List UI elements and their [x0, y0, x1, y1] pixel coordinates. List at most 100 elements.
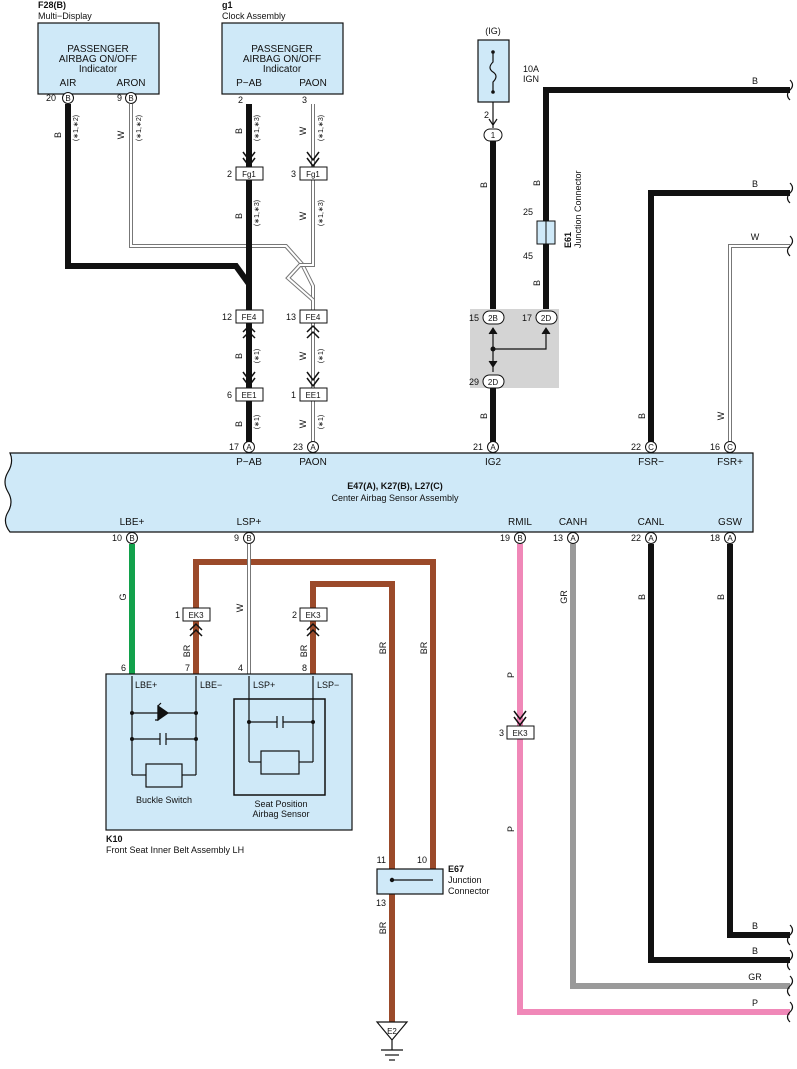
f28-label-1: PASSENGER	[67, 44, 129, 55]
pin-conn-letter: A	[490, 443, 496, 452]
pin-terminal	[487, 441, 499, 453]
k10-lspminus-label: LSP−	[317, 680, 339, 690]
svg-text:Fg1: Fg1	[306, 170, 320, 179]
svg-text:B: B	[637, 594, 647, 600]
svg-text:B: B	[234, 353, 244, 359]
svg-text:2: 2	[292, 610, 297, 620]
inline-connectors-top: Fg1 2 Fg1 3 FE4 12 FE4 13 EE1 6 EE1 1	[222, 151, 328, 402]
k10-box	[105, 673, 353, 831]
wire-fsrminus-black	[648, 190, 790, 445]
svg-text:(∗1,∗3): (∗1,∗3)	[318, 200, 325, 226]
svg-text:EE1: EE1	[241, 391, 257, 400]
pin-terminal	[724, 532, 736, 544]
svg-text:GR: GR	[748, 972, 762, 982]
svg-text:EK3: EK3	[188, 611, 204, 620]
svg-text:B: B	[532, 280, 542, 286]
svg-text:1: 1	[291, 390, 296, 400]
svg-text:6: 6	[227, 390, 232, 400]
g1-label-3: Indicator	[263, 64, 302, 75]
pin-terminal	[126, 532, 138, 544]
e67-box	[376, 868, 444, 895]
k10-lbeplus-label: LBE+	[135, 680, 157, 690]
pin-conn-letter: A	[570, 534, 576, 543]
svg-text:Fg1: Fg1	[242, 170, 256, 179]
svg-text:B: B	[532, 180, 542, 186]
svg-text:FE4: FE4	[242, 313, 257, 322]
block-arrow-down-icon	[488, 360, 498, 368]
e67-pin-11: 11	[377, 855, 386, 865]
svg-text:B: B	[234, 213, 244, 219]
e67-name-1: Junction	[448, 875, 482, 885]
k10-name: Front Seat Inner Belt Assembly LH	[106, 845, 244, 855]
pin-conn-letter: B	[246, 534, 251, 543]
f28-air-terminal	[62, 92, 74, 104]
k10-pin-7: 7	[185, 663, 190, 673]
k10-lbeminus-label: LBE−	[200, 680, 222, 690]
k10-pin-8: 8	[302, 663, 307, 673]
svg-text:(∗1,∗3): (∗1,∗3)	[318, 115, 325, 141]
g1-label-1: PASSENGER	[251, 44, 313, 55]
pin-number: 18	[710, 533, 720, 543]
k10-code: K10	[106, 834, 123, 844]
g1-code: g1	[222, 0, 233, 10]
svg-text:P: P	[752, 998, 758, 1008]
conn-ee1-a	[235, 387, 264, 402]
svg-text:(∗1): (∗1)	[254, 349, 261, 363]
pin-terminal	[307, 441, 319, 453]
svg-text:B: B	[752, 921, 758, 931]
pin-terminal	[724, 441, 736, 453]
seat-sensor-box	[233, 698, 326, 796]
fuse-conn-1	[483, 128, 503, 142]
g1-pin-pab-num: 2	[238, 95, 243, 105]
wire-canl-black	[648, 544, 790, 963]
svg-text:B: B	[65, 94, 70, 103]
wire-air-black	[65, 104, 252, 316]
buckle-switch-label: Buckle Switch	[136, 795, 192, 805]
wire-color-labels-top: B (∗1,∗2) W (∗1,∗2) B (∗1,∗3) W (∗1,∗3) …	[53, 76, 760, 429]
svg-text:W: W	[298, 351, 308, 360]
e47-bottom-pin: LSP+B9	[234, 517, 262, 544]
e67-pin-10: 10	[417, 855, 427, 865]
f28-pin-air: AIR	[60, 78, 77, 89]
pin-name: CANL	[638, 517, 665, 528]
k10-pin-4: 4	[238, 663, 243, 673]
svg-text:W: W	[116, 130, 126, 139]
e61-box-left	[536, 220, 547, 245]
e47-box	[4, 452, 754, 533]
conn-fg1-a	[235, 166, 264, 181]
svg-text:B: B	[128, 94, 133, 103]
svg-text:EK3: EK3	[305, 611, 321, 620]
conn-2d-top	[535, 310, 558, 325]
svg-text:W: W	[298, 419, 308, 428]
pin-terminal	[243, 532, 255, 544]
svg-text:W: W	[235, 603, 245, 612]
wire-aron-white	[129, 104, 315, 316]
svg-text:BR: BR	[182, 644, 192, 657]
pin-name: FSR−	[638, 457, 664, 468]
svg-text:BR: BR	[378, 641, 388, 654]
g1-pin-pab: P−AB	[236, 78, 262, 89]
svg-text:W: W	[298, 211, 308, 220]
svg-text:2D: 2D	[488, 378, 498, 387]
pin-conn-letter: C	[648, 443, 654, 452]
pin-number: 22	[631, 442, 641, 452]
seat-sensor-label-1: Seat Position	[254, 799, 307, 809]
wire-fsrplus-white	[728, 244, 790, 445]
f28-aron-terminal	[125, 92, 137, 104]
e67-name-2: Connector	[448, 886, 490, 896]
f28-box	[37, 22, 160, 95]
pin-conn-letter: B	[129, 534, 134, 543]
svg-text:EK3: EK3	[512, 729, 528, 738]
fuse-name: IGN	[523, 74, 539, 84]
svg-text:P: P	[506, 826, 516, 832]
svg-text:3: 3	[499, 728, 504, 738]
svg-text:2B: 2B	[488, 314, 498, 323]
buckle-switch-circuit	[131, 676, 197, 788]
conn-2b	[482, 310, 505, 325]
